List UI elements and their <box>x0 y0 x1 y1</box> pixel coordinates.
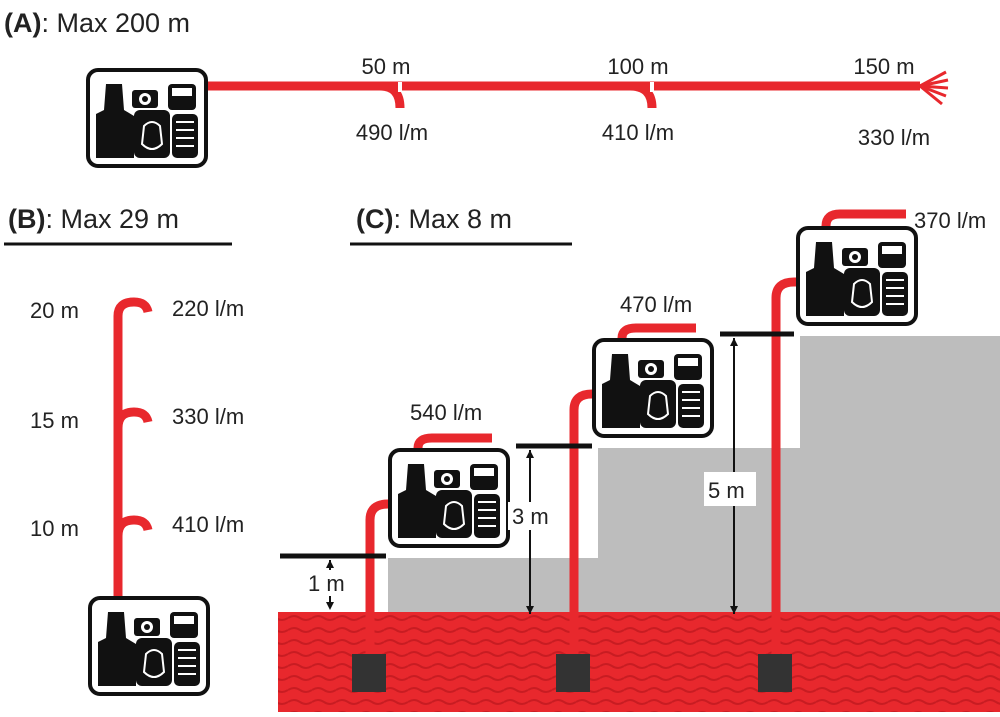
height-label: 20 m <box>30 298 79 323</box>
suction-height-label: 3 m <box>512 504 549 529</box>
flow-label: 490 l/m <box>356 120 428 145</box>
section-b-title: (B): Max 29 m <box>8 204 179 234</box>
water-surface <box>278 612 1000 712</box>
flow-label: 330 l/m <box>172 404 244 429</box>
flow-label: 410 l/m <box>172 512 244 537</box>
strainer-icon <box>758 654 792 692</box>
water-pump-icon <box>388 448 510 548</box>
flow-label: 470 l/m <box>620 292 692 317</box>
height-label: 10 m <box>30 516 79 541</box>
suction-height-label: 1 m <box>308 571 345 596</box>
section-c-title: (C): Max 8 m <box>356 204 512 234</box>
section-c-hoses <box>365 209 906 660</box>
section-a-title: (A): Max 200 m <box>4 8 190 38</box>
distance-label: 150 m <box>853 54 914 79</box>
flow-label: 330 l/m <box>858 125 930 150</box>
label-backing <box>508 502 552 530</box>
water-pump-icon <box>86 68 208 168</box>
suction-height-label: 5 m <box>708 478 745 503</box>
spray-nozzle-icon <box>919 70 949 106</box>
height-label: 15 m <box>30 408 79 433</box>
section-a-hose <box>200 81 920 109</box>
strainer-icon <box>352 654 386 692</box>
flow-label: 410 l/m <box>602 120 674 145</box>
flow-label: 370 l/m <box>914 208 986 233</box>
distance-label: 100 m <box>607 54 668 79</box>
terrain-steps <box>388 336 1000 612</box>
section-b-hose <box>113 297 153 600</box>
flow-label: 540 l/m <box>410 400 482 425</box>
label-backing <box>306 570 338 596</box>
label-backing <box>704 472 756 506</box>
suction-height-marker <box>516 443 592 614</box>
flow-label: 220 l/m <box>172 296 244 321</box>
water-pump-icon <box>88 596 210 696</box>
distance-label: 50 m <box>362 54 411 79</box>
strainer-icon <box>556 654 590 692</box>
water-pump-icon <box>796 226 918 326</box>
water-pump-icon <box>592 338 714 438</box>
